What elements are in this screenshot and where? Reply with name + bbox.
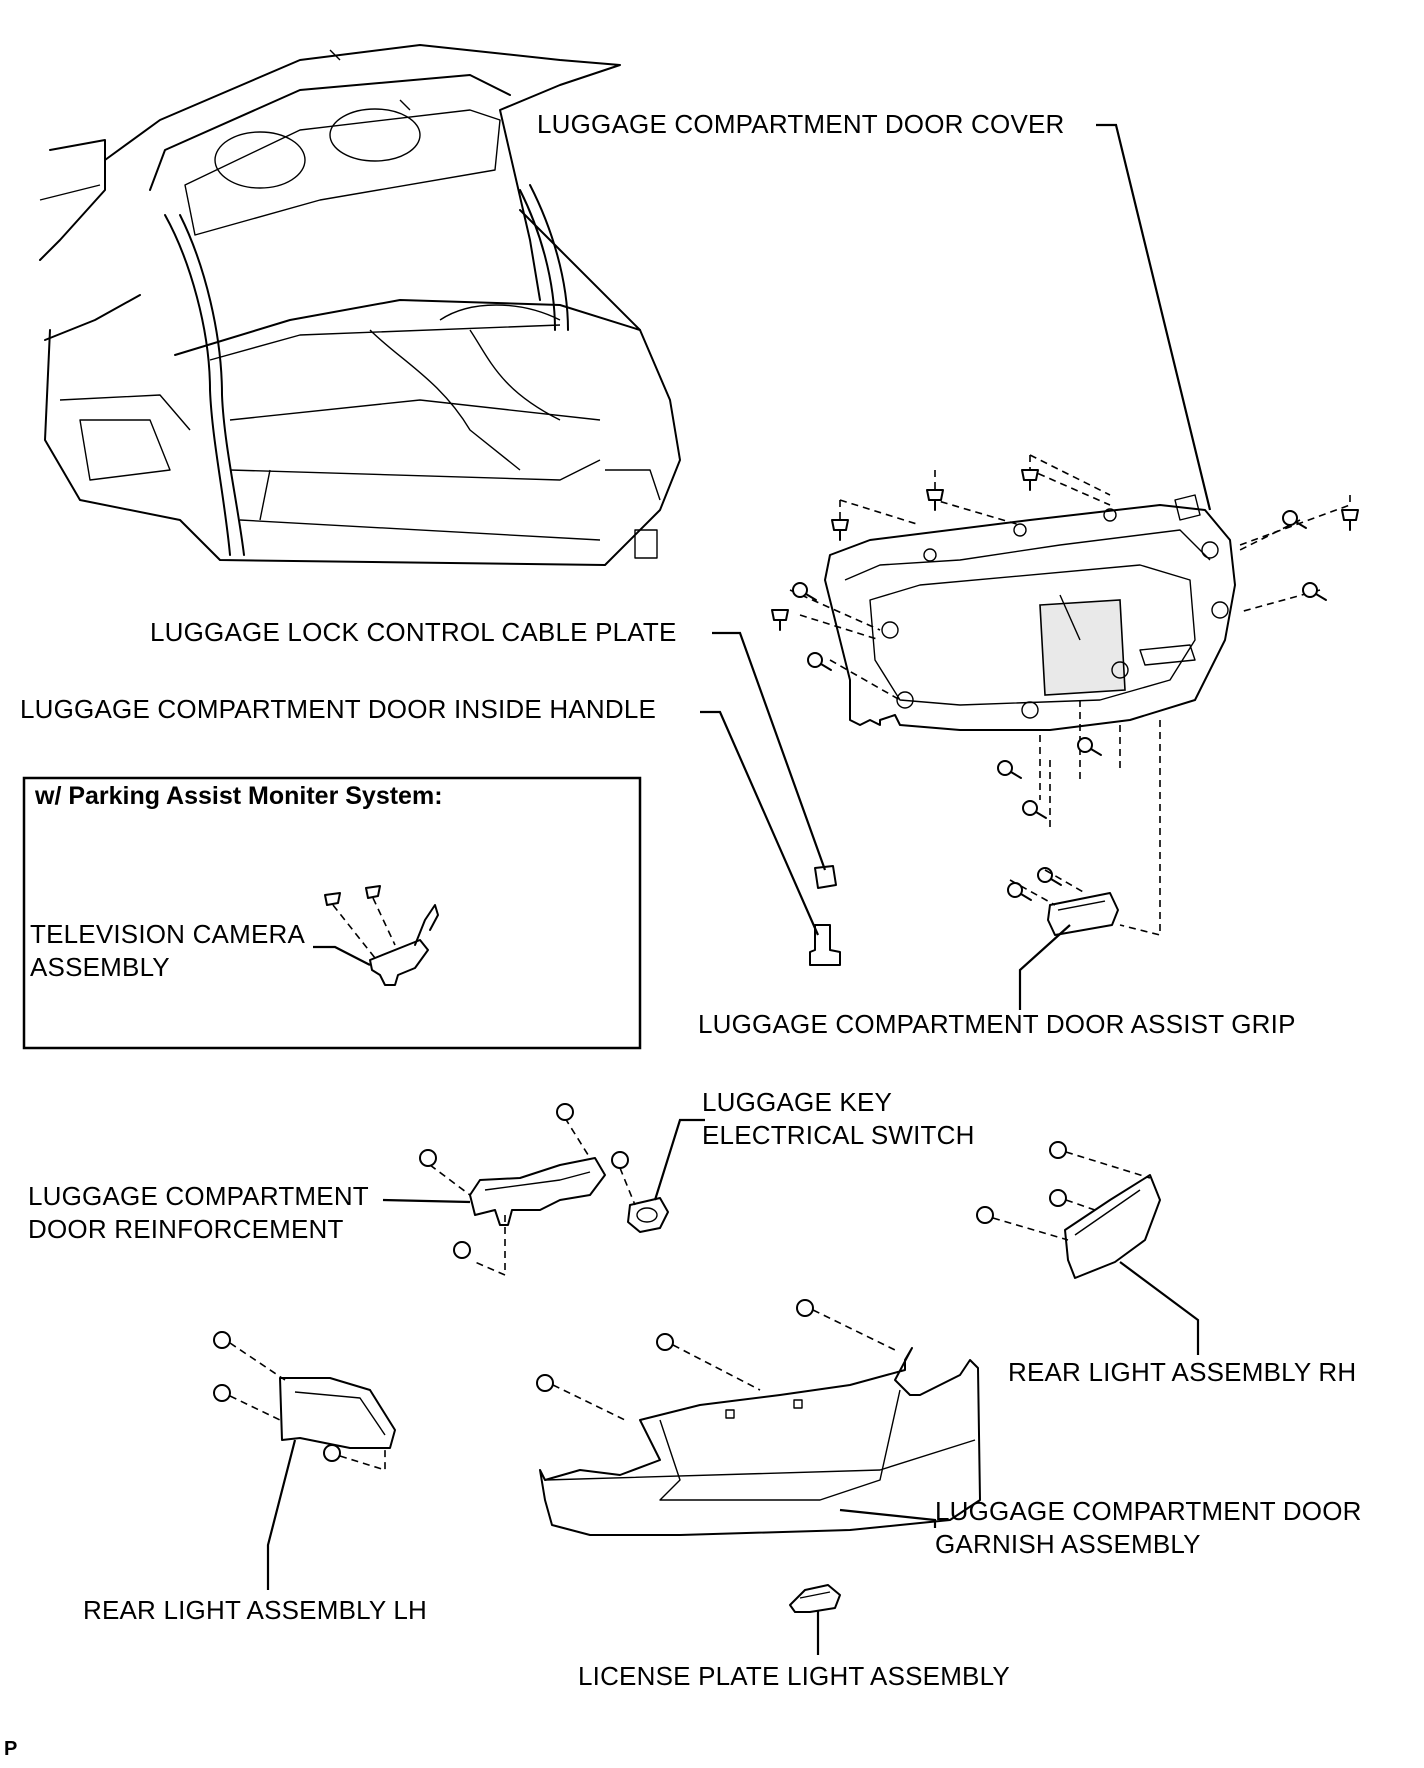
reinforcement-part	[419, 1103, 606, 1277]
label-key-switch-line1: LUGGAGE KEY	[702, 1087, 893, 1117]
inset-box	[22, 776, 642, 1050]
label-assist-grip: LUGGAGE COMPARTMENT DOOR ASSIST GRIP	[698, 1009, 1296, 1039]
key-switch-part	[611, 1151, 669, 1233]
label-camera-line1: TELEVISION CAMERA	[30, 919, 306, 949]
car-rear-illustration	[39, 44, 681, 566]
assist-grip-part	[1009, 869, 1119, 936]
door-cover-part	[824, 494, 1236, 731]
rear-light-rh-part	[976, 1141, 1161, 1279]
license-light-part	[789, 1584, 841, 1613]
door-cover-screws	[771, 454, 1359, 937]
label-garnish-line1: LUGGAGE COMPARTMENT DOOR	[935, 1496, 1362, 1526]
inset-title: w/ Parking Assist Moniter System:	[35, 782, 443, 810]
label-rear-light-rh: REAR LIGHT ASSEMBLY RH	[1008, 1357, 1357, 1387]
corner-mark: P	[4, 1738, 18, 1760]
rear-light-lh-part	[213, 1331, 396, 1472]
label-key-switch-line2: ELECTRICAL SWITCH	[702, 1120, 975, 1150]
label-door-cover: LUGGAGE COMPARTMENT DOOR COVER	[537, 109, 1065, 139]
cable-plate-and-handle	[809, 865, 841, 966]
label-license-light: LICENSE PLATE LIGHT ASSEMBLY	[578, 1661, 1010, 1691]
label-reinforcement-line1: LUGGAGE COMPARTMENT	[28, 1181, 369, 1211]
leader-lines	[266, 123, 1212, 1655]
label-reinforcement-line2: DOOR REINFORCEMENT	[28, 1214, 344, 1244]
camera-part	[324, 885, 439, 986]
label-inside-handle: LUGGAGE COMPARTMENT DOOR INSIDE HANDLE	[20, 694, 657, 724]
label-cable-plate: LUGGAGE LOCK CONTROL CABLE PLATE	[150, 617, 677, 647]
label-rear-light-lh: REAR LIGHT ASSEMBLY LH	[83, 1595, 427, 1625]
garnish-part	[536, 1299, 981, 1536]
label-garnish-line2: GARNISH ASSEMBLY	[935, 1529, 1201, 1559]
label-camera-line2: ASSEMBLY	[30, 952, 170, 982]
